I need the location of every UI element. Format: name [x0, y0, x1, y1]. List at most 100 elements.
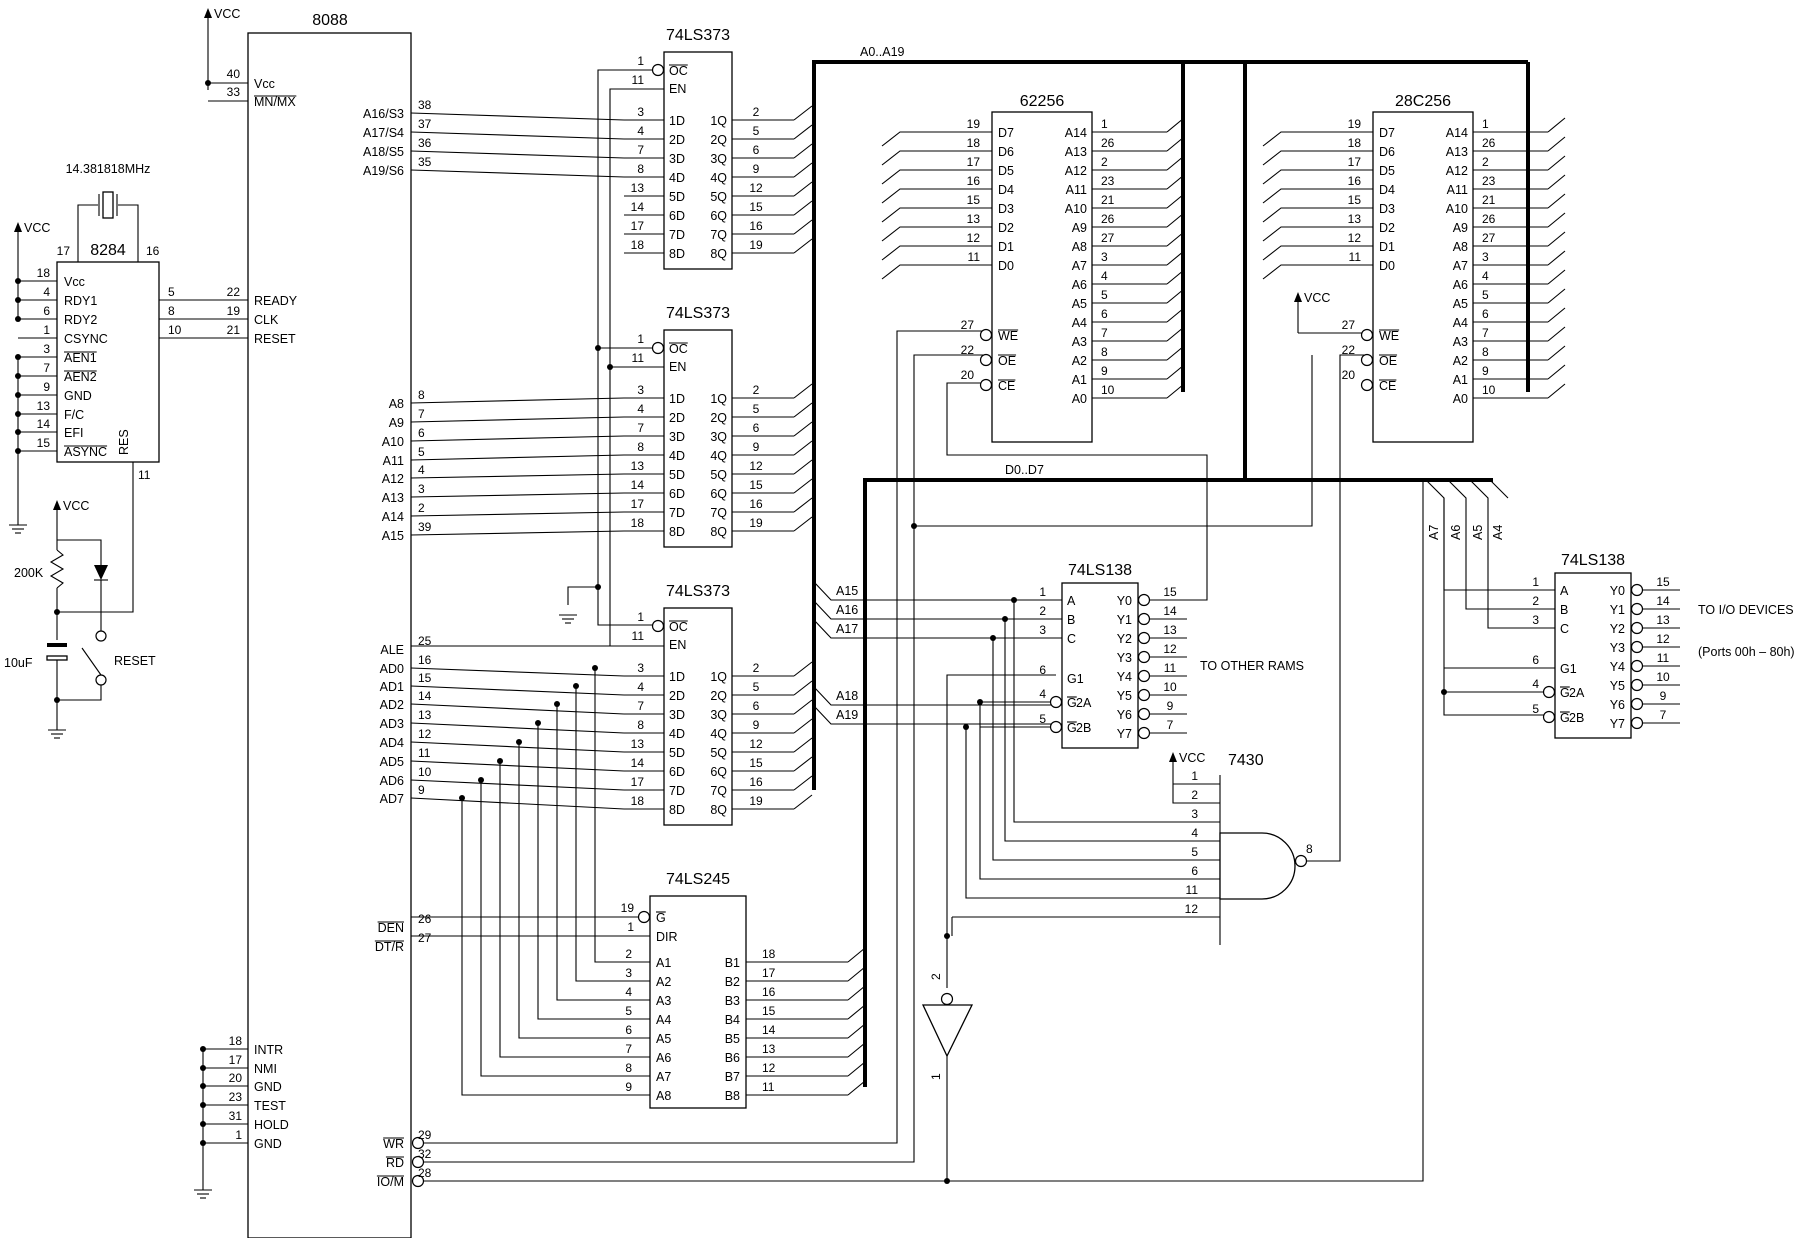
signal-label: Y3 — [1117, 651, 1132, 665]
pin-label: 15 — [749, 478, 763, 492]
inversion-bubble — [1360, 353, 1374, 367]
wire — [575, 686, 650, 982]
signal-label: Y2 — [1610, 622, 1625, 636]
signal-label: 5D — [669, 190, 685, 204]
signal-label: A7 — [656, 1070, 671, 1084]
signal-label: Y5 — [1610, 679, 1625, 693]
signal-label: A — [1067, 594, 1076, 608]
signal-label: EFI — [64, 426, 83, 440]
wire — [793, 680, 813, 696]
inversion-bubble — [1630, 640, 1644, 654]
pin-label: 17 — [967, 155, 981, 169]
pin-label: 38 — [418, 98, 432, 112]
pin-label: 11 — [1186, 883, 1199, 897]
pin-label: 20 — [961, 368, 975, 382]
wire — [81, 647, 102, 676]
pin-label: 4 — [1101, 269, 1108, 283]
signal-label: A8 — [1453, 240, 1468, 254]
signal-label: RDY2 — [64, 313, 97, 327]
pin-label: 9 — [1101, 364, 1108, 378]
inversion-bubble — [940, 992, 954, 1006]
signal-label: D1 — [1379, 240, 1395, 254]
signal-label: GND — [254, 1080, 282, 1094]
signal-label: 7D — [669, 228, 685, 242]
inversion-bubble — [1137, 631, 1151, 645]
pin-label: 8 — [637, 440, 644, 454]
wire — [1262, 226, 1373, 242]
signal-label: AD5 — [380, 755, 404, 769]
signal-label: A0 — [1072, 392, 1087, 406]
pin-label: 14 — [762, 1023, 776, 1037]
capacitor-plate — [47, 643, 67, 647]
signal-label: D0 — [1379, 259, 1395, 273]
reset-switch-contact — [95, 674, 107, 686]
signal-label: 2Q — [710, 689, 727, 703]
signal-label: EN — [669, 82, 686, 96]
signal-label: A2 — [1072, 354, 1087, 368]
wire — [881, 207, 992, 223]
signal-label: G — [1067, 721, 1077, 735]
signal-label: 8Q — [710, 803, 727, 817]
pin-label: 9 — [753, 440, 760, 454]
ground-symbol — [9, 524, 27, 534]
wire — [410, 169, 625, 178]
signal-label: 1Q — [710, 392, 727, 406]
clock-8284-chip — [56, 261, 160, 463]
signal-label: 1Q — [710, 114, 727, 128]
signal-label: D6 — [998, 145, 1014, 159]
junction-dot — [535, 720, 541, 726]
signal-label: D4 — [998, 183, 1014, 197]
signal-label: A4 — [1491, 525, 1505, 540]
pin-label: 9 — [753, 162, 760, 176]
signal-label: A1 — [656, 956, 671, 970]
pin-label: 18 — [631, 238, 645, 252]
signal-label: 7Q — [710, 506, 727, 520]
pin-label: 7 — [625, 1042, 632, 1056]
inversion-bubble — [1049, 695, 1063, 709]
pin-label: 22 — [227, 285, 241, 299]
wire — [1262, 188, 1373, 204]
pin-label: 8 — [168, 304, 175, 318]
signal-label: G — [656, 911, 666, 925]
pin-label: 3 — [1482, 250, 1489, 264]
pin-label: 5 — [753, 680, 760, 694]
signal-label: 2D — [669, 133, 685, 147]
wire — [518, 742, 650, 1039]
wire — [410, 779, 625, 791]
wire — [57, 539, 102, 565]
pin-label: 18 — [1348, 136, 1362, 150]
wire — [847, 1061, 866, 1077]
inversion-bubble — [1542, 685, 1556, 699]
signal-label: CE — [998, 379, 1015, 393]
wire — [1166, 383, 1185, 399]
signal-label: A6 — [1449, 525, 1463, 540]
pin-label: 18 — [967, 136, 981, 150]
pin-label: 4 — [625, 985, 632, 999]
wire — [1547, 174, 1566, 190]
junction-dot — [478, 777, 484, 783]
pin-label: 6 — [753, 699, 760, 713]
reset-vcc-label: VCC — [63, 499, 89, 513]
signal-label: Y3 — [1610, 641, 1625, 655]
data-bus-label: D0..D7 — [1005, 463, 1044, 477]
pin-label: 4 — [1191, 826, 1198, 840]
wire — [1547, 383, 1566, 399]
pin-label: 14 — [631, 200, 645, 214]
signal-label: NMI — [254, 1062, 277, 1076]
signal-label: D2 — [1379, 221, 1395, 235]
signal-label: 3D — [669, 430, 685, 444]
pin-label: 4 — [637, 402, 644, 416]
wire — [793, 200, 813, 216]
pin-label: 12 — [749, 737, 763, 751]
wire — [793, 383, 813, 399]
signal-label: READY — [254, 294, 298, 308]
chip-title: 74LS245 — [666, 871, 730, 888]
signal-label: A18 — [836, 689, 858, 703]
signal-label: 5D — [669, 468, 685, 482]
signal-label: AD0 — [380, 662, 404, 676]
signal-label: Y4 — [1117, 670, 1132, 684]
inversion-bubble — [1137, 669, 1151, 683]
signal-label: D3 — [1379, 202, 1395, 216]
signal-label: Vcc — [254, 77, 275, 91]
